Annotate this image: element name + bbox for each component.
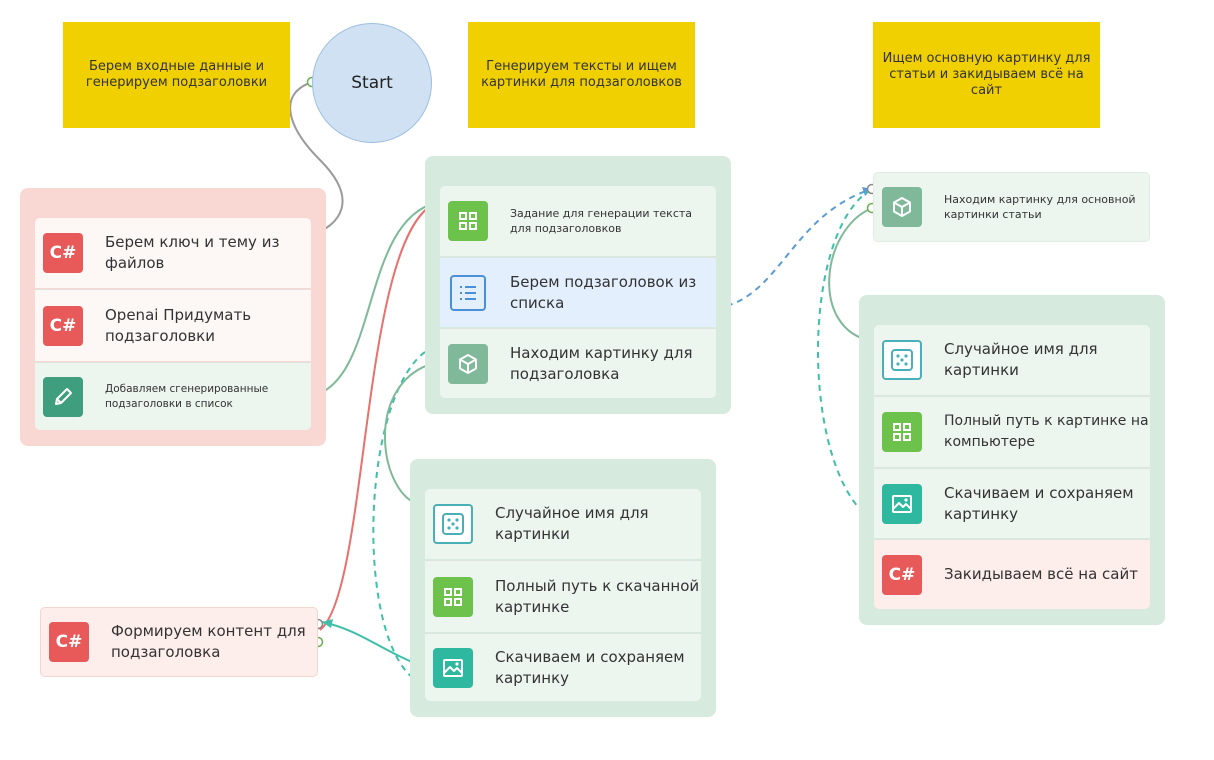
block-label: Находим картинку для подзаголовка [510,343,693,383]
block-add-to-list[interactable]: Добавляем сгенерированные подзаголовки в… [35,362,311,430]
block-label: Скачиваем и сохраняем картинку [944,483,1134,523]
block-openai-subheadings[interactable]: C# Openai Придумать подзаголовки [35,289,311,361]
block-label: Случайное имя для картинки [495,504,649,543]
grid-icon [433,576,473,617]
block-form-content[interactable]: C# Формируем контент для подзаголовка [40,607,318,677]
wire-start-to-input [289,81,344,236]
block-take-subheading[interactable]: Берем подзаголовок из списка [440,257,716,327]
block-main-download-save[interactable]: Скачиваем и сохраняем картинку [874,468,1150,538]
wire-find-to-random [384,361,439,506]
block-upload-to-site[interactable]: C# Закидываем всё на сайт [874,539,1150,609]
csharp-icon: C# [43,233,83,273]
block-label: Задание для генерации текста для подзаго… [510,207,693,235]
block-label: Полный путь к скачанной картинке [495,576,700,616]
block-label: Находим картинку для основной картинки с… [944,193,1136,221]
arrowhead [322,619,333,628]
wire-form-to-task [319,201,439,631]
block-full-path[interactable]: Полный путь к скачанной картинке [425,560,701,632]
wire-loop-to-main-image [715,188,873,309]
block-find-subheading-image[interactable]: Находим картинку для подзаголовка [440,328,716,398]
csharp-icon: C# [882,554,922,595]
dice-icon [882,340,922,380]
csharp-icon: C# [43,305,83,346]
block-label: Закидываем всё на сайт [944,565,1138,583]
image-icon [882,483,922,524]
wire-download-to-main [817,188,873,521]
block-label: Полный путь к картинке на компьютере [944,413,1149,450]
wire-download-to-form [321,621,423,667]
start-label: Start [351,73,393,93]
block-random-name[interactable]: Случайное имя для картинки [425,489,701,559]
sticky-note-middle[interactable]: Генерируем тексты и ищем картинки для по… [468,22,695,128]
block-label: Формируем контент для подзаголовка [111,622,306,661]
list-icon [450,274,486,311]
cube-icon [882,187,922,227]
csharp-icon: C# [49,622,89,662]
sticky-note-left[interactable]: Берем входные данные и генерируем подзаг… [63,22,290,128]
block-read-key-topic[interactable]: C# Берем ключ и тему из файлов [35,218,311,288]
block-label: Добавляем сгенерированные подзаголовки в… [105,382,269,410]
block-label: Берем подзаголовок из списка [510,272,697,312]
block-find-main-image[interactable]: Находим картинку для основной картинки с… [873,172,1150,242]
image-icon [433,647,473,688]
cube-icon [448,343,488,384]
note-text: Генерируем тексты и ищем картинки для по… [481,59,682,90]
wire-add-to-task [311,201,439,397]
pencil-icon [43,376,83,417]
wire-download-to-find [372,344,439,685]
block-label: Берем ключ и тему из файлов [105,233,280,272]
grid-icon [448,201,488,241]
block-label: Openai Придумать подзаголовки [105,305,252,345]
note-text: Берем входные данные и генерируем подзаг… [85,59,268,90]
block-text-generation-task[interactable]: Задание для генерации текста для подзаго… [440,186,716,256]
block-main-random-name[interactable]: Случайное имя для картинки [874,325,1150,395]
dice-icon [433,504,473,544]
block-label: Случайное имя для картинки [944,340,1098,379]
sticky-note-right[interactable]: Ищем основную картинку для статьи и заки… [873,22,1100,128]
grid-icon [882,412,922,452]
block-main-full-path[interactable]: Полный путь к картинке на компьютере [874,396,1150,467]
note-text: Ищем основную картинку для статьи и заки… [882,51,1091,98]
block-label: Скачиваем и сохраняем картинку [495,647,685,687]
block-download-save[interactable]: Скачиваем и сохраняем картинку [425,633,701,701]
wire-main-to-random [828,207,873,342]
start-node[interactable]: Start [312,23,432,143]
